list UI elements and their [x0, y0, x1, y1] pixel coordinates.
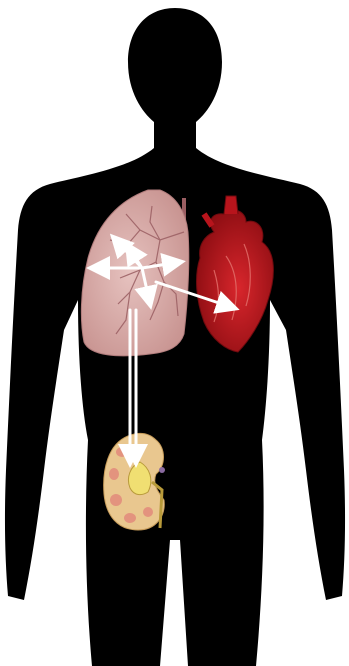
body-organ-diagram: [0, 0, 349, 666]
